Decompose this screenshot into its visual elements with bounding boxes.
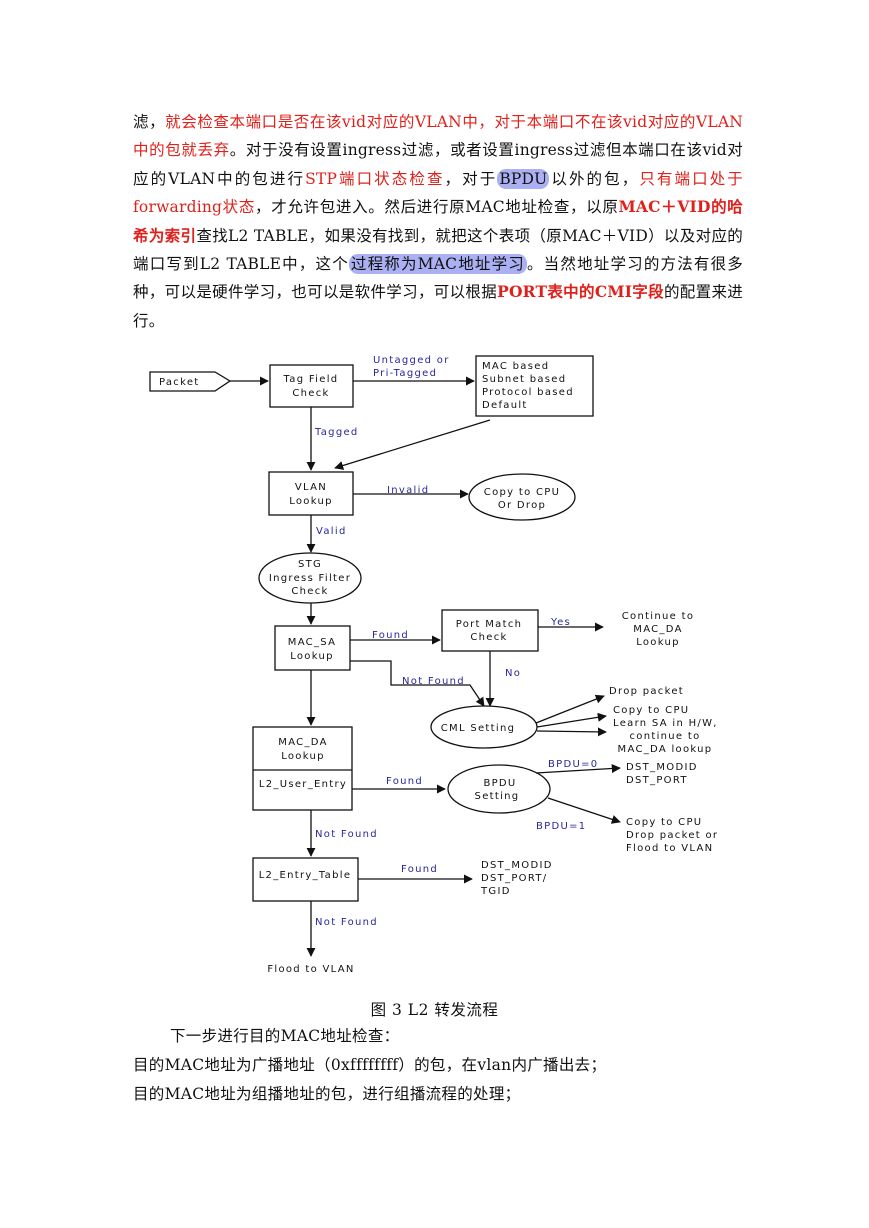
text-line-1: 下一步进行目的MAC地址检查： [170,1027,400,1045]
text-run-red: 就会检查本端口是否在该vid对应的VLAN中，对于本端口不在该vid对应的VLA… [133,113,743,160]
vlan-assign-2: Subnet based [482,374,566,385]
text-run: 。对于没有设置ingress过滤，或者设置ingress过滤但本端口在该vid对… [133,141,744,188]
yes-label: Yes [550,617,571,628]
vlan-assign-4: Default [482,400,528,411]
found-label-2: Found [386,776,423,787]
packet-shape [149,371,232,392]
tag-field-line1: Tag Field [283,374,339,385]
vlan-lookup-2: Lookup [289,496,333,507]
copy-cpu-drop-ellipse [468,473,576,521]
text-run: 的配置来进行。 [133,283,743,330]
entry-out-2: DST_PORT/ [481,873,547,884]
text-line-2: 目的MAC地址为广播地址（0xffffffff）的包，在vlan内广播出去； [133,1056,607,1074]
vlan-assign-3: Protocol based [482,387,574,398]
text-run: 查找L2 TABLE，如果没有找到，就把这个表项（原MAC＋VID）以及对应的端… [133,226,743,274]
vlan-assign-1: MAC based [482,361,549,372]
bpdu-1: BPDU [483,778,516,789]
l2-entry-table-label: L2_Entry_Table [259,870,352,881]
untagged-label-1: Untagged or [373,355,450,366]
bpdu0-out-2: DST_PORT [626,775,688,786]
not-found-label-1: Not Found [402,676,465,687]
valid-label: Valid [316,526,347,537]
found-label-3: Found [401,864,438,875]
continue-da-2: MAC_DA [633,624,682,635]
flood-vlan-label: Flood to VLAN [267,964,354,975]
vlan-lookup-box [268,471,354,516]
bpdu1-out-2: Drop packet or [626,830,718,841]
mac-sa-lookup-box [274,625,351,671]
port-match-2: Check [470,632,507,643]
tag-field-check-box [269,364,354,408]
found-label-1: Found [372,630,409,641]
cml-out-2c: continue to [630,731,701,742]
text-run: 滤， [133,113,166,131]
mac-sa-2: Lookup [290,651,334,662]
stg-3: Check [291,586,328,597]
bpdu0-label: BPDU=0 [548,759,598,770]
cml-out-2b: Learn SA in H/W, [613,718,718,729]
l2-user-entry-label: L2_User_Entry [259,779,347,790]
tagged-label: Tagged [314,427,359,438]
bpdu-2: Setting [475,791,520,802]
text-run: ，才允许包进入。然后进行原MAC地址检查，以原 [255,198,619,217]
cml-label: CML Setting [441,723,515,734]
entry-out-1: DST_MODID [481,860,553,871]
mac-da-2: Lookup [281,751,325,762]
body-paragraph: 滤，就会检查本端口是否在该vid对应的VLAN中，对于本端口不在该vid对应的V… [133,108,743,335]
port-match-1: Port Match [456,619,523,630]
bpdu0-out-1: DST_MODID [626,762,698,773]
bpdu-setting-ellipse [447,764,551,814]
untagged-label-2: Pri-Tagged [373,368,437,379]
text-run-red: 只有端口处于forwarding状态 [133,169,743,217]
text-run: 。当然地址学习的方法有很多种，可以是硬件学习，也可以是软件学习，可以根据 [133,255,744,302]
packet-label: Packet [159,377,200,388]
text-run-red: STP端口状态检查 [305,169,445,188]
bpdu1-out-3: Flood to VLAN [626,843,713,854]
no-label: No [505,668,521,679]
copy-cpu-2: Or Drop [498,500,546,511]
text-run: ，对于 [444,169,498,188]
bpdu1-label: BPDU=1 [536,821,586,832]
continue-da-1: Continue to [622,611,694,622]
invalid-label: Invalid [387,485,429,496]
vlan-assign-box [475,355,594,417]
cml-out-drop: Drop packet [609,686,684,697]
not-found-label-3: Not Found [315,917,378,928]
cml-out-2d: MAC_DA lookup [618,744,713,755]
figure-caption: 图 3 L2 转发流程 [370,1001,499,1019]
stg-check-ellipse [258,552,362,604]
mac-da-1: MAC_DA [278,737,327,748]
highlight-bpdu: BPDU [497,168,550,189]
text-run-red-bold: MAC＋VID的哈希为索引 [133,197,743,245]
entry-out-3: TGID [480,886,511,897]
copy-cpu-1: Copy to CPU [484,487,560,498]
stg-2: Ingress Filter [269,573,351,584]
stg-1: STG [298,559,322,570]
l2-forwarding-flow-diagram: Packet Tag Field Check Untagged or Pri-T… [149,355,718,975]
not-found-label-2: Not Found [315,829,378,840]
text-run: 以外的包， [549,169,640,188]
continue-da-3: Lookup [636,637,680,648]
cml-out-2a: Copy to CPU [613,705,689,716]
mac-sa-1: MAC_SA [288,637,336,648]
port-match-check-box [441,609,539,652]
tag-field-line2: Check [292,388,329,399]
bpdu1-out-1: Copy to CPU [626,817,702,828]
vlan-lookup-1: VLAN [295,482,327,493]
text-run-red-bold: PORT表中的CMI字段 [497,282,664,302]
mac-da-lookup-box [252,726,353,811]
highlight-mac-learning: 过程称为MAC地址学习 [348,254,527,275]
text-line-3: 目的MAC地址为组播地址的包，进行组播流程的处理； [133,1085,521,1103]
